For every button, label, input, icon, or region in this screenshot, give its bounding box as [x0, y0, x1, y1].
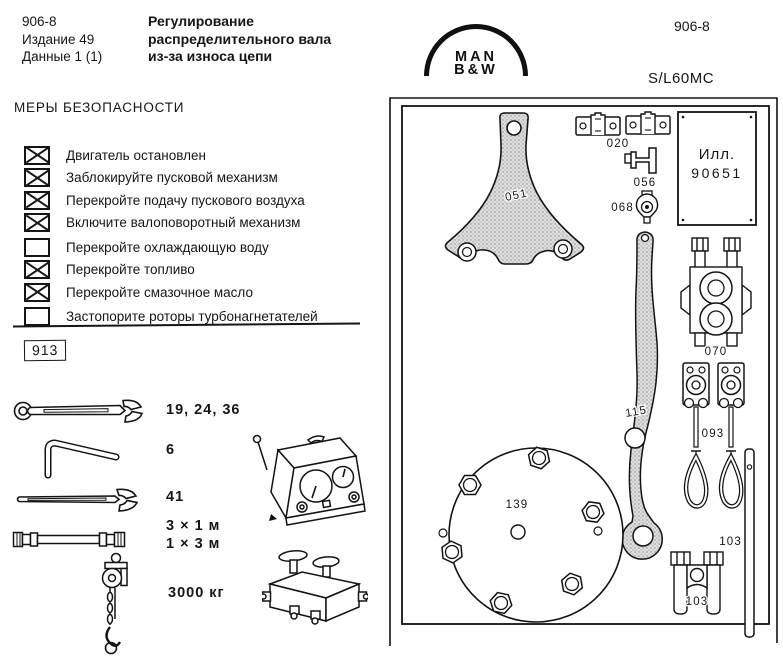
doc-data-sheet: Данные 1 (1): [22, 49, 103, 64]
safety-item: Перекройте охлаждающую воду: [24, 237, 318, 257]
part-label-068: 068: [611, 202, 634, 214]
logo-line-bw: B&W: [454, 61, 498, 78]
man-bw-logo: MAN B&W: [424, 24, 528, 76]
checkbox-checked-icon: [24, 282, 50, 302]
checkbox-checked-icon: [24, 260, 50, 279]
checkbox-checked-icon: [24, 213, 50, 232]
part-label-103-clamp: 103: [686, 596, 709, 608]
safety-item-label: Заблокируйте пусковой механизм: [66, 170, 278, 185]
part-label-020: 020: [607, 138, 630, 150]
safety-item: Перекройте смазочное масло: [24, 282, 318, 302]
safety-item-label: Застопорите роторы турбонагнетателей: [66, 309, 318, 324]
combination-wrench-icon: [12, 397, 152, 430]
checkbox-unchecked-icon: [24, 307, 50, 326]
hoist-capacity-label: 3000 кг: [168, 585, 225, 601]
chain-hoist-icon: [92, 551, 142, 662]
checkbox-checked-icon: [24, 145, 50, 165]
open-wrench-size-label: 41: [166, 489, 185, 505]
illustration-number: 90651: [691, 165, 742, 181]
safety-item: Застопорите роторы турбонагнетателей: [24, 307, 318, 327]
hex-key-size-label: 6: [166, 442, 176, 458]
safety-item-label: Перекройте охлаждающую воду: [66, 239, 269, 255]
part-068-shape: 068: [610, 190, 659, 224]
safety-item-label: Перекройте подачу пускового воздуха: [66, 192, 305, 208]
part-070-shape: 070: [680, 237, 752, 359]
open-end-wrench-icon: [14, 486, 150, 519]
title-line: из-за износа цепи: [148, 48, 273, 64]
hose-size-label-2: 1 × 3 м: [166, 536, 221, 552]
doc-meta-block: 906-8 Издание 49 Данные 1 (1): [22, 13, 102, 66]
checkbox-checked-icon: [24, 190, 50, 210]
safety-item-label: Перекройте смазочное масло: [66, 284, 253, 300]
wrench-sizes-label: 19, 24, 36: [166, 402, 241, 418]
part-label-056: 056: [634, 177, 657, 189]
hex-nuts: [441, 446, 605, 615]
part-103-rod-shape: 103: [718, 448, 755, 638]
doc-edition: Издание 49: [22, 31, 95, 47]
pressure-gauge-box-icon: [250, 426, 372, 543]
safety-item: Включите валоповоротный механизм: [24, 213, 318, 233]
part-label-139: 139: [506, 499, 529, 511]
part-label-115: 115: [624, 404, 648, 420]
parts-diagram: 051 020 056 068 Илл. 90651 115: [386, 95, 783, 658]
page-ref: 906-8: [674, 18, 710, 34]
safety-item-label: Перекройте топливо: [66, 262, 195, 277]
part-label-103-rod: 103: [719, 536, 742, 548]
part-139-shape: 139: [438, 446, 624, 623]
hex-key-icon: [38, 436, 126, 485]
diagram-outer-frame: [389, 97, 778, 646]
illustration-label: Илл.: [699, 146, 735, 163]
procedure-ref-box: 913: [23, 339, 67, 362]
part-103-clamp-shape: 103: [670, 551, 724, 615]
safety-item: Перекройте топливо: [24, 260, 318, 280]
safety-item: Двигатель остановлен: [24, 145, 318, 165]
part-051-shape: 051: [444, 112, 585, 265]
logo-line-man: MAN: [454, 49, 498, 65]
hydraulic-hose-icon: [12, 528, 142, 557]
illustration-box: Илл. 90651: [677, 111, 757, 226]
safety-item-label: Двигатель остановлен: [66, 147, 206, 163]
engine-type: S/L60MC: [648, 70, 715, 87]
page-title: Регулирование распределительного вала из…: [148, 13, 331, 66]
logo-dome-arc: MAN B&W: [424, 24, 528, 76]
part-093-shape: 093: [683, 363, 744, 506]
part-020-shape: 020: [575, 111, 671, 151]
title-line: распределительного вала: [148, 30, 332, 47]
diagram-inner-frame: [401, 105, 770, 625]
part-label-093: 093: [702, 428, 725, 440]
part-label-070: 070: [705, 346, 728, 358]
title-line: Регулирование: [148, 13, 254, 29]
logo-text: MAN B&W: [429, 49, 523, 78]
hose-size-label-1: 3 × 1 м: [166, 518, 221, 534]
safety-item: Перекройте подачу пускового воздуха: [24, 190, 318, 210]
safety-item-label: Включите валоповоротный механизм: [66, 215, 301, 230]
checkbox-checked-icon: [24, 168, 50, 187]
part-056-shape: 056: [624, 147, 657, 190]
checkbox-unchecked-icon: [24, 237, 50, 257]
hydraulic-pump-icon: [260, 543, 370, 632]
doc-ref: 906-8: [22, 14, 57, 29]
safety-heading: МЕРЫ БЕЗОПАСНОСТИ: [14, 100, 185, 115]
safety-item: Заблокируйте пусковой механизм: [24, 168, 318, 188]
part-115-shape: 115: [621, 231, 663, 560]
